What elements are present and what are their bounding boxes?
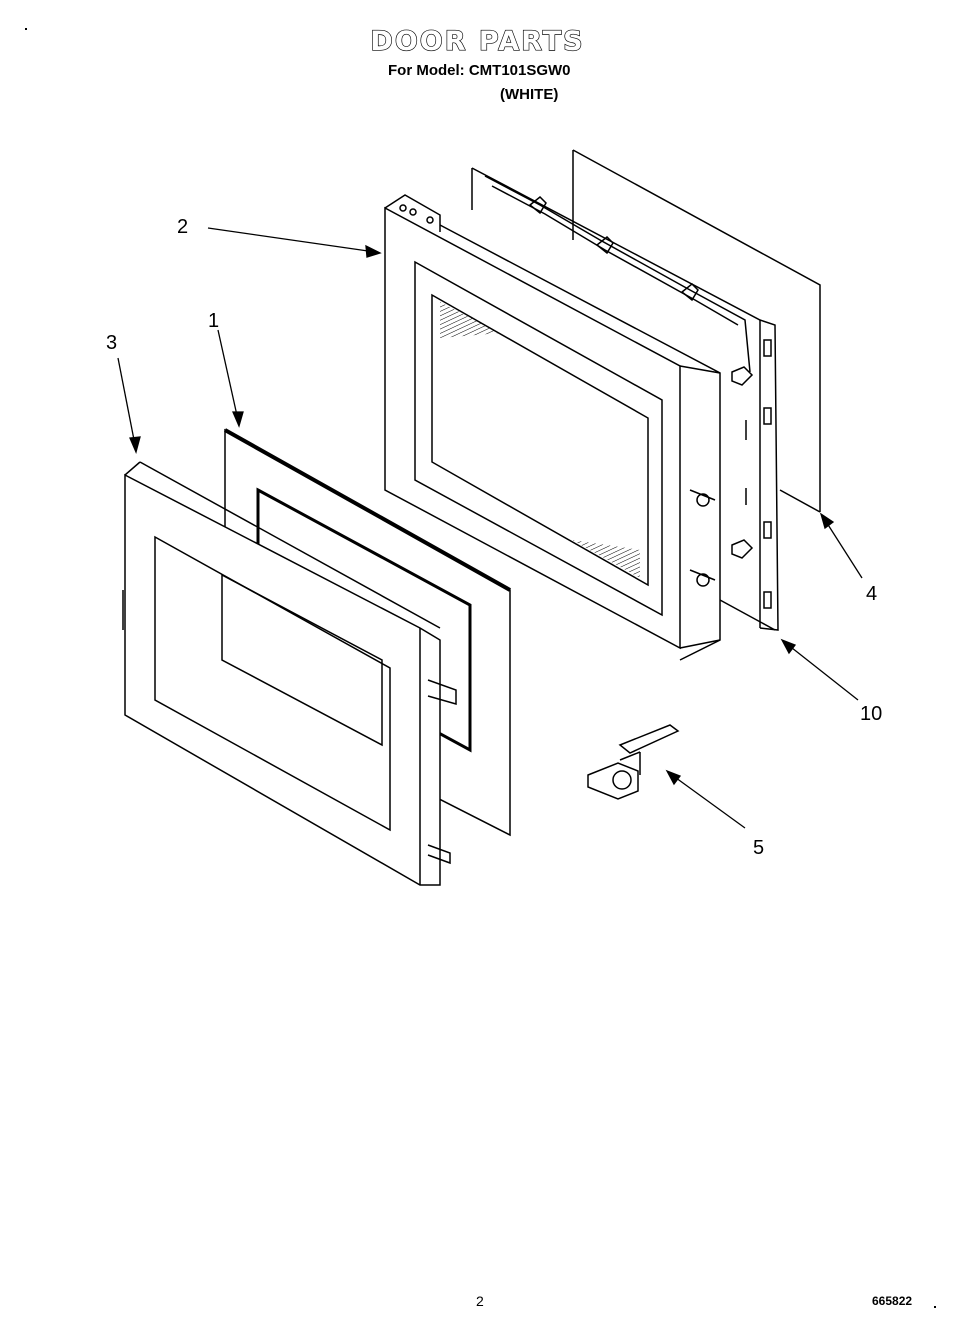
- model-color: (WHITE): [500, 86, 559, 103]
- scan-speck: [25, 28, 27, 30]
- model-number: For Model: CMT101SGW0: [388, 62, 571, 79]
- scan-speck: [934, 1306, 936, 1308]
- part-3-outer-panel: [122, 461, 457, 886]
- callout-4: 4: [866, 583, 877, 605]
- callout-5: 5: [753, 837, 764, 859]
- part-10-inner-frame: [471, 167, 779, 631]
- window-hatch-bottom: [572, 540, 640, 578]
- document-code: 665822: [872, 1294, 913, 1308]
- leader-lines: [117, 227, 863, 829]
- callout-10: 10: [860, 703, 882, 725]
- callout-3: 3: [106, 332, 117, 354]
- page-title: DOOR PARTS: [370, 25, 585, 57]
- page-number: 2: [476, 1293, 484, 1309]
- callout-1: 1: [208, 310, 219, 332]
- callout-2: 2: [177, 216, 188, 238]
- window-hatch-top: [440, 302, 500, 338]
- part-5-latch: [587, 724, 680, 800]
